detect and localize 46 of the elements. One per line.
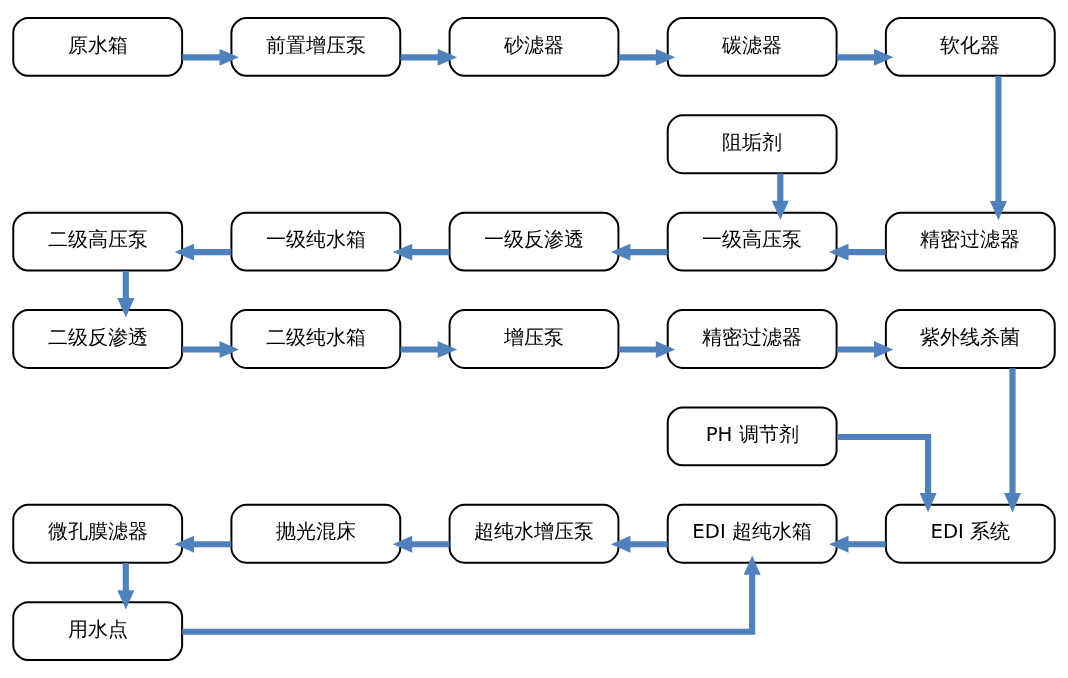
- node-box: 精密过滤器: [884, 211, 1056, 272]
- node-box: EDI 系统: [884, 503, 1056, 564]
- arrow: [771, 173, 789, 221]
- arrow: [174, 535, 232, 553]
- arrow: [610, 535, 668, 553]
- arrow: [182, 555, 761, 635]
- arrow: [400, 341, 458, 358]
- arrow: [618, 48, 676, 66]
- node-box: 紫外线杀菌: [884, 309, 1056, 369]
- node-box: 增压泵: [448, 309, 620, 369]
- node-box: 阻垢剂: [666, 114, 838, 175]
- arrow: [182, 48, 239, 66]
- arrow: [117, 562, 135, 610]
- node-box: 超纯水增压泵: [448, 503, 620, 564]
- node-box: EDI 超纯水箱: [666, 503, 838, 564]
- arrow: [836, 48, 894, 66]
- node-box: 抛光混床: [230, 503, 402, 564]
- node-box: 精密过滤器: [666, 309, 838, 369]
- node-box: PH 调节剂: [666, 406, 838, 467]
- node-box: 碳滤器: [666, 16, 838, 77]
- node-box: 一级高压泵: [666, 211, 838, 272]
- arrow: [829, 535, 886, 553]
- arrow: [618, 341, 676, 358]
- node-box: 前置增压泵: [230, 16, 402, 77]
- arrow: [174, 243, 232, 261]
- node-box: 一级纯水箱: [230, 211, 402, 272]
- node-box: 用水点: [12, 601, 184, 662]
- node-box: 二级高压泵: [12, 211, 184, 272]
- arrow: [392, 243, 450, 261]
- arrow: [610, 243, 668, 261]
- node-box: 砂滤器: [448, 16, 620, 77]
- node-box: 二级纯水箱: [230, 309, 402, 369]
- node-box: 微孔膜滤器: [12, 503, 184, 564]
- node-box: 原水箱: [12, 16, 184, 77]
- arrow: [1004, 368, 1021, 513]
- node-box: 一级反渗透: [448, 211, 620, 272]
- arrow: [117, 270, 135, 318]
- arrow: [182, 341, 239, 358]
- node-box: 二级反渗透: [12, 309, 184, 369]
- arrow: [829, 243, 886, 261]
- node-box: 软化器: [884, 16, 1056, 77]
- arrow: [836, 341, 894, 358]
- arrow: [989, 76, 1007, 221]
- arrow: [392, 535, 450, 553]
- arrow: [837, 433, 937, 513]
- arrow: [400, 48, 458, 66]
